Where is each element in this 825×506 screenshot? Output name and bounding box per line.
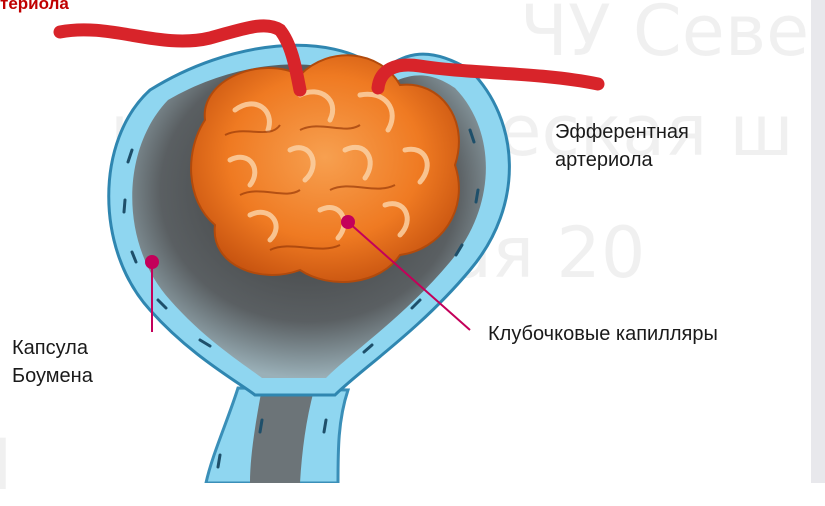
efferent-arteriole-label: Эфферентная артериола [555,118,689,174]
capillaries-label: Клубочковые капилляры [488,320,718,348]
capsule-label-line-1: Капсула [12,334,93,362]
afferent-arteriole-label: териола [0,0,69,14]
efferent-label-line-1: Эфферентная [555,118,689,146]
capsule-label-line-2: Боумена [12,362,93,390]
glomerulus-diagram [0,0,825,483]
bowman-capsule-label: Капсула Боумена [12,334,93,390]
glomerular-capillaries [191,55,459,282]
proximal-tubule [206,388,348,483]
efferent-label-line-2: артериола [555,146,689,174]
